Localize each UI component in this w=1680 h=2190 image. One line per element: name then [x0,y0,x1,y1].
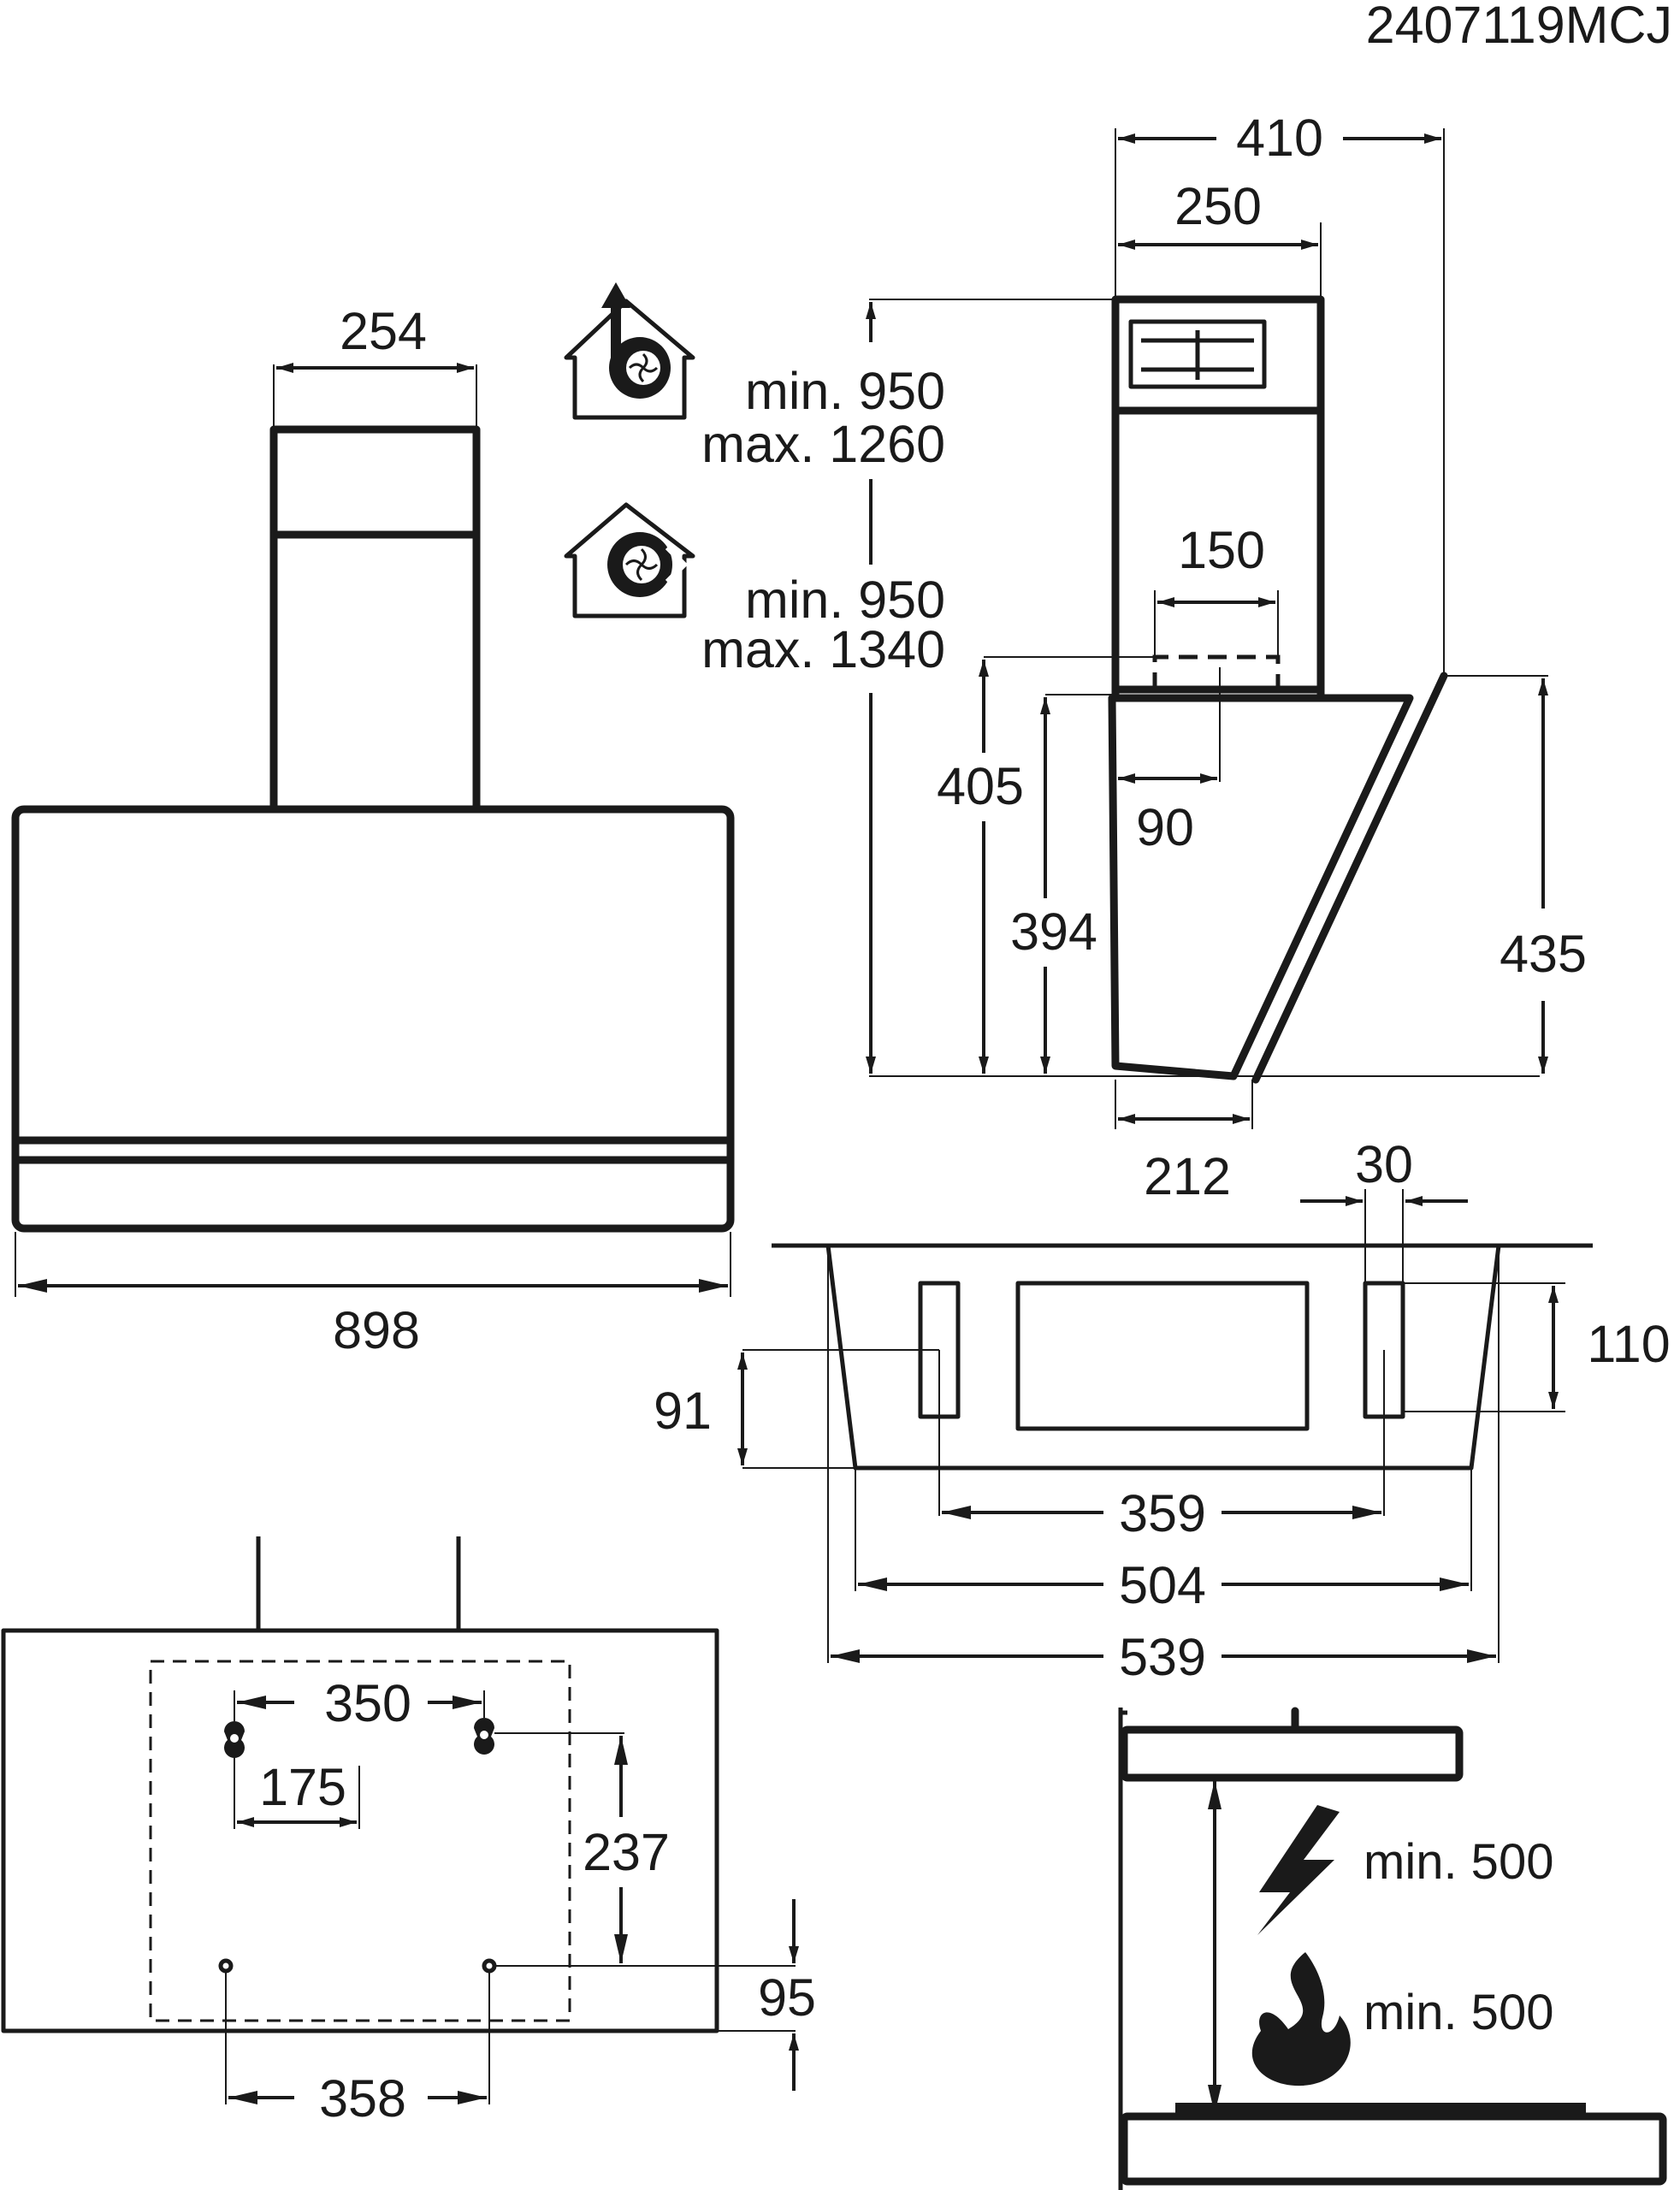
front-chimney [269,425,481,814]
mounting-area-dashed [149,1660,571,2022]
dim-side-total-width: 410 [1236,109,1323,167]
hook-right [474,1718,494,1755]
dim-bottom-depth: 212 [1144,1147,1231,1205]
front-hood-body [11,805,735,1233]
drawing-code: 2407119MCJ [1366,0,1672,54]
hook-left [224,1721,245,1758]
filter-panel [1015,1281,1310,1431]
dim-offset-95: 95 [758,1968,816,2027]
top-view: 30 110 91 359 504 539 [654,1135,1671,1686]
side-hood-body [1108,694,1414,1080]
side-chimney [1111,295,1325,702]
extraction-max: max. 1260 [701,415,945,473]
vent-grille [1128,319,1267,389]
hob-top [1120,2112,1667,2186]
hood-bottom [1120,1725,1464,1782]
side-view: 410 250 150 90 405 394 435 212 [866,109,1587,1205]
dim-height-91: 91 [654,1382,712,1440]
installation-info: min. 950 max. 1260 min. 950 max. 1340 [564,282,945,678]
extraction-min: min. 950 [745,362,945,420]
dim-height-110: 110 [1587,1315,1670,1373]
clearance-view: min. 500 min. 500 [1118,1707,1667,2190]
dim-chimney-width: 254 [340,302,427,360]
screw-hole-right [482,1958,497,1974]
dim-width-504: 504 [1119,1556,1206,1614]
dim-outlet-offset: 90 [1136,798,1194,856]
recirculation-min: min. 950 [745,571,945,629]
dim-offset-30: 30 [1355,1135,1413,1193]
extraction-house-icon [564,282,695,420]
dim-width-539: 539 [1119,1628,1206,1686]
dim-width-359: 359 [1119,1484,1206,1542]
dim-bottom-spacing: 358 [319,2069,406,2128]
back-view: 350 175 237 95 358 [1,1536,816,2128]
dim-hook-spacing: 350 [324,1674,411,1732]
clearance-gas: min. 500 [1364,1985,1553,2040]
top-hood-outline [825,1245,1501,1471]
hob-surface [1175,2103,1586,2118]
outlet-dashed [1152,654,1281,691]
lightning-icon [1257,1805,1340,1935]
back-panel [1,1628,719,2033]
dim-vertical-237: 237 [583,1823,670,1881]
recirculation-max: max. 1340 [701,620,945,678]
dim-height-435: 435 [1500,925,1587,983]
front-view: 254 898 [11,302,735,1359]
dim-half-spacing: 175 [259,1758,346,1816]
recirculation-house-icon [564,502,695,619]
flame-icon [1251,1952,1351,2086]
dim-outlet-width: 150 [1178,521,1265,579]
dim-height-405: 405 [937,757,1024,815]
clearance-electric: min. 500 [1364,1834,1553,1890]
side-glass-panel [1251,672,1448,1084]
dim-height-394: 394 [1010,903,1097,961]
screw-hole-left [218,1958,234,1974]
dim-side-chimney-width: 250 [1174,177,1262,235]
dim-total-width: 898 [333,1301,420,1359]
